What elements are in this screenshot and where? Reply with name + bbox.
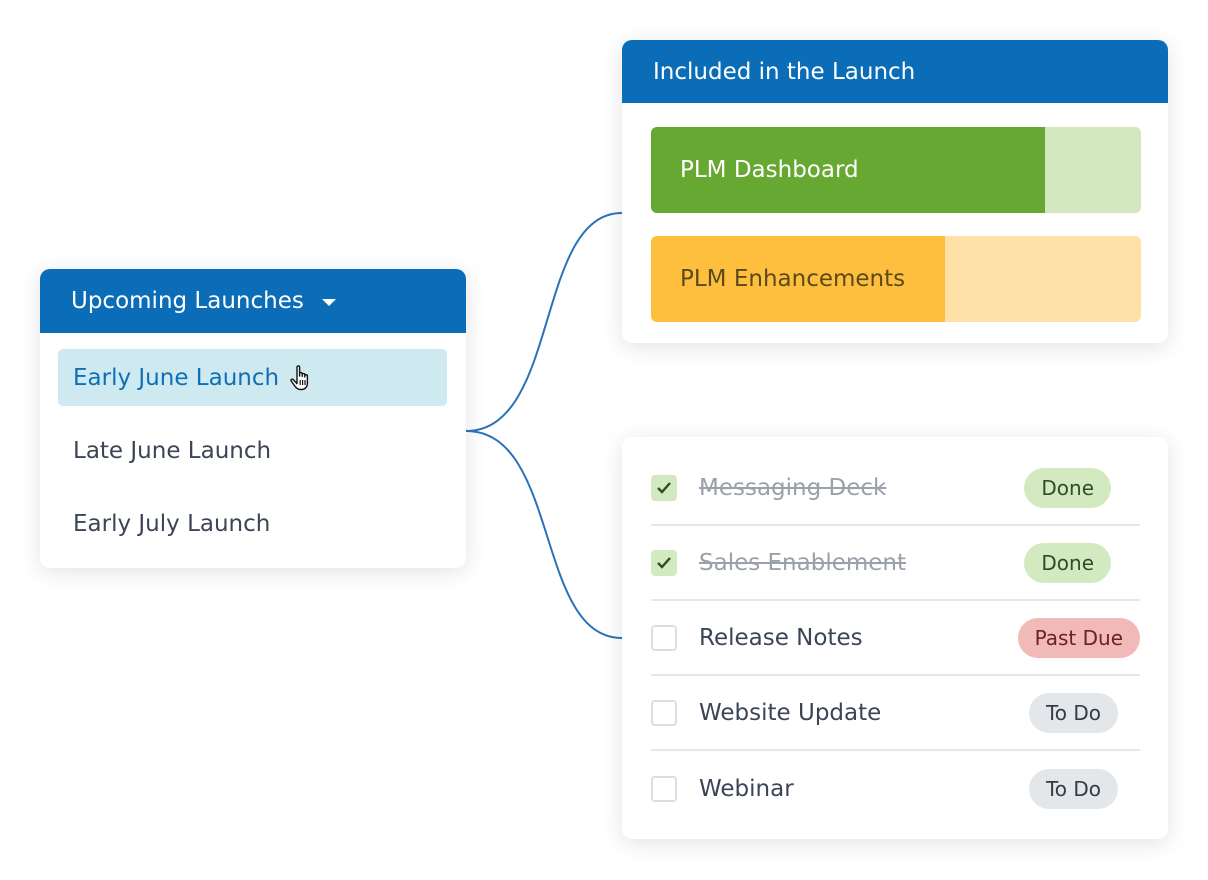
progress-fill bbox=[651, 236, 945, 322]
task-label: Sales Enablement bbox=[699, 549, 907, 576]
status-badge: To Do bbox=[1028, 768, 1118, 809]
launch-item-early-june[interactable]: Early June Launch bbox=[58, 349, 447, 406]
caret-down-icon[interactable] bbox=[321, 298, 336, 306]
included-card-header: Included in the Launch bbox=[622, 40, 1168, 103]
task-row: Messaging Deck Done bbox=[651, 451, 1140, 526]
task-row: Webinar To Do bbox=[651, 751, 1140, 826]
task-label: Release Notes bbox=[699, 624, 863, 651]
upcoming-launches-dropdown[interactable]: Upcoming Launches bbox=[40, 269, 466, 333]
progress-bar-label: PLM Enhancements bbox=[680, 266, 906, 292]
task-row: Sales Enablement Done bbox=[651, 526, 1140, 601]
upcoming-launches-title: Upcoming Launches bbox=[71, 288, 304, 314]
launch-item-label: Early June Launch bbox=[73, 364, 280, 391]
progress-fill bbox=[651, 127, 1046, 213]
checkbox[interactable] bbox=[651, 624, 677, 651]
checkmark-icon bbox=[657, 556, 671, 569]
plm-dashboard-progress-bar[interactable]: PLM Dashboard bbox=[651, 127, 1141, 213]
status-badge: Past Due bbox=[1017, 617, 1140, 658]
progress-bar-label: PLM Dashboard bbox=[680, 157, 859, 183]
included-in-launch-card: Included in the Launch PLM Dashboard PLM… bbox=[622, 40, 1168, 343]
task-label: Website Update bbox=[699, 699, 882, 726]
plm-enhancements-progress-bar[interactable]: PLM Enhancements bbox=[651, 236, 1141, 322]
status-badge: Done bbox=[1024, 542, 1111, 583]
task-row: Release Notes Past Due bbox=[651, 601, 1140, 676]
included-card-title: Included in the Launch bbox=[653, 58, 916, 85]
task-label: Webinar bbox=[699, 775, 794, 802]
launch-item-late-june[interactable]: Late June Launch bbox=[58, 422, 447, 479]
checkbox-checked[interactable] bbox=[651, 474, 677, 501]
task-row: Website Update To Do bbox=[651, 676, 1140, 751]
status-badge: To Do bbox=[1028, 692, 1118, 733]
status-badge: Done bbox=[1024, 467, 1111, 508]
task-label: Messaging Deck bbox=[699, 474, 887, 501]
checkbox[interactable] bbox=[651, 699, 677, 726]
launch-item-label: Early July Launch bbox=[73, 510, 271, 537]
connector-to-included bbox=[465, 212, 623, 432]
launch-item-label: Late June Launch bbox=[73, 437, 272, 464]
checkmark-icon bbox=[657, 481, 671, 494]
task-list-card: Messaging Deck Done Sales Enablement Don… bbox=[622, 437, 1168, 839]
launch-item-early-july[interactable]: Early July Launch bbox=[58, 495, 447, 552]
checkbox[interactable] bbox=[651, 775, 677, 802]
connector-to-tasks bbox=[465, 430, 623, 639]
checkbox-checked[interactable] bbox=[651, 549, 677, 576]
hand-pointer-icon bbox=[289, 364, 313, 392]
upcoming-launches-card: Upcoming Launches Early June Launch Late… bbox=[40, 269, 466, 568]
